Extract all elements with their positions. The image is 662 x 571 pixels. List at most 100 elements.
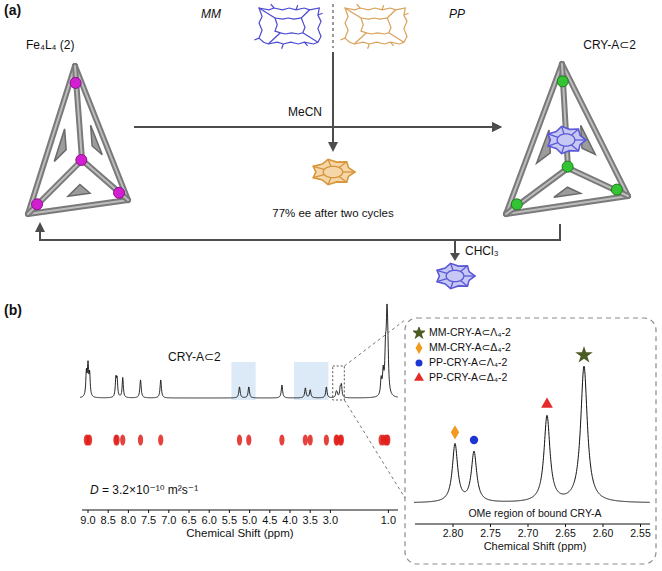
panel-label: (a) [4,2,21,18]
macrocycle-outer-ring [259,8,321,44]
axis-title: Chemical Shift (ppm) [484,540,587,553]
label-slot: 6.5 [181,514,196,527]
legend-symbol [413,357,425,369]
dosy-signal [279,435,284,446]
tick-label: 6.5 [181,514,196,527]
peak-marker [541,397,553,407]
cage-bond [313,175,324,178]
axis-tick [269,510,270,513]
cage-hull [548,126,586,153]
label-slot: Chemical Shift (ppm) [484,540,587,553]
cage-bond [548,134,558,137]
legend-text: MM-CRY-A⊂Δ₄-2 [429,341,511,353]
axis-tick [249,510,250,513]
released-pp-macrocycle [313,159,355,184]
metal-sphere [32,199,43,210]
dosy-signal [385,435,390,446]
methoxy-stub [390,42,393,46]
cage-core [557,134,575,146]
label-slot: 2.65 [555,527,575,539]
cage-bond [562,126,564,134]
inset-spectrum [414,366,650,502]
axis-tick [290,510,291,513]
macrocycle-outer-ring [345,8,407,44]
node-box: Fe₄L₄ (2) [22,36,134,224]
legend-marker [413,327,425,339]
node-label: 77% ee after two cycles [272,207,393,220]
cage-bond [437,279,447,282]
axis-tick [88,510,89,513]
label-slot: 7.0 [161,514,176,527]
cage-bond [464,275,475,276]
cage-bond [339,162,347,168]
label-slot: 2.75 [480,527,500,539]
dosy-signal [138,435,143,446]
ligand-panel [68,184,90,196]
cage-bond [572,145,579,151]
axis-tick [229,510,230,513]
tick-label: 5.5 [222,514,237,527]
macrocycle-bond [301,10,309,18]
methoxy-stub [271,4,274,8]
label-slot: OMe region of bound CRY-A [468,507,601,519]
dosy-signal [246,435,251,446]
cage-core [323,166,343,177]
axis-tick [603,524,604,527]
label-slot: 7.5 [141,514,156,527]
label-slot: 8.0 [121,514,136,527]
ligand-panel [54,129,66,162]
tick-label: 2.60 [593,527,613,539]
axis-tick [640,524,641,527]
label-slot: 9.0 [80,514,95,527]
axis-tick [168,510,169,513]
peak-marker [575,346,592,363]
legend-symbol [413,372,425,384]
methoxy-stub [282,44,284,49]
legend-symbol [413,342,425,354]
axis-tick [148,510,149,513]
macrocycle-bond [345,8,361,18]
axis-line [82,510,398,511]
cage-strut [506,168,568,214]
label-slot: 2.70 [518,527,538,539]
spectrum-label: CRY-A⊂2 [168,351,221,365]
label-slot: (a) [4,2,21,18]
axis-tick [330,510,331,513]
legend-row: PP-CRY-A⊂Λ₄-2 [413,355,511,370]
methoxy-stub [404,13,409,15]
legend-row: MM-CRY-A⊂Λ₄-2 [413,325,511,340]
legend-marker [414,372,424,381]
host-guest-cage [506,64,628,214]
ligand-panel [91,125,103,154]
legend: MM-CRY-A⊂Λ₄-2MM-CRY-A⊂Δ₄-2PP-CRY-A⊂Λ₄-2P… [413,325,511,385]
label-slot: 5.5 [222,514,237,527]
methoxy-stub [382,5,384,10]
tick-label: 5.0 [242,514,257,527]
node-box: MMPP [197,2,469,52]
label-slot: 3.0 [323,514,338,527]
cage-strut-highlight [506,168,568,214]
dosy-signal [120,435,125,446]
methoxy-stub [318,13,323,15]
tick-label: 4.0 [282,514,297,527]
tick-label: 2.55 [630,527,650,539]
label-slot: D = 3.2×10⁻¹⁰ m²s⁻¹ [90,483,198,498]
node-label: MM [201,8,221,22]
label-slot: Chemical Shift (ppm) [186,527,293,540]
connector-arrow [332,52,334,150]
cage-strut-highlight [75,66,128,200]
dosy-signal [158,435,163,446]
legend-text: MM-CRY-A⊂Λ₄-2 [429,326,511,338]
macrocycle-bond [303,33,318,42]
tick-label: 2.65 [555,527,575,539]
cage-bond [437,270,447,273]
mm-macrocycle [254,4,322,48]
inset-axis-line [415,524,650,525]
methoxy-stub [296,5,298,10]
legend-row: MM-CRY-A⊂Δ₄-2 [413,340,511,355]
tick-label: 2.80 [443,527,463,539]
pp-macrocycle [340,4,408,48]
dosy-signal [324,435,329,446]
tick-label: 4.5 [262,514,277,527]
